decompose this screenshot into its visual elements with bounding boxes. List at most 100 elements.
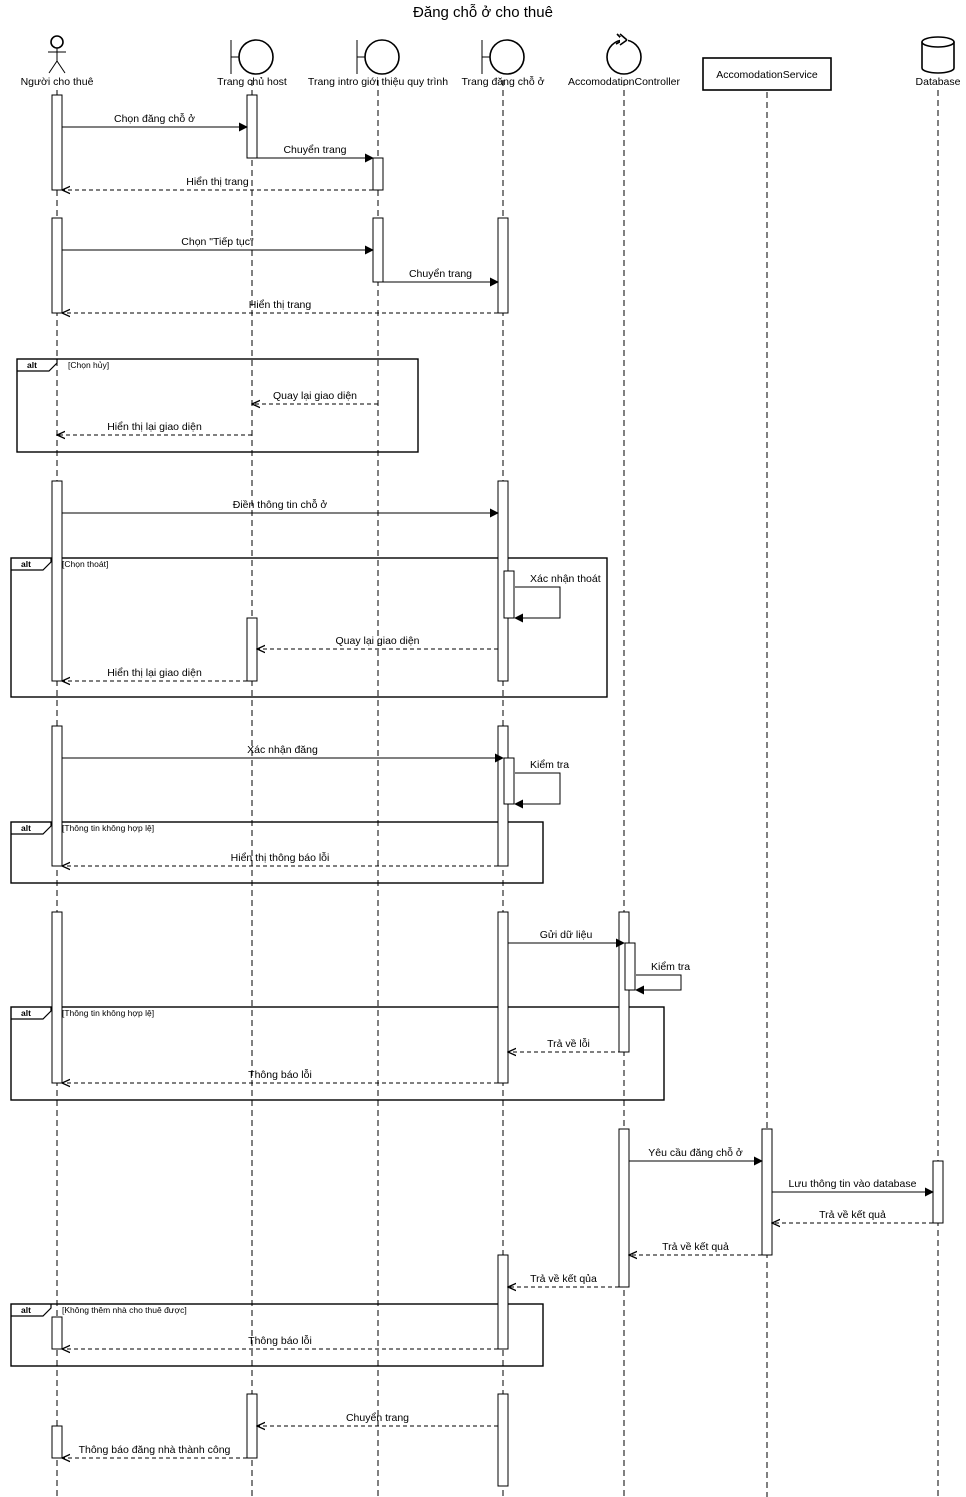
message-label: Thông báo đăng nhà thành công [79, 1444, 231, 1456]
message-label: Trả về kết quả [662, 1241, 729, 1253]
activation-bar [761, 1128, 773, 1256]
fragment-operator: alt [27, 360, 37, 370]
alt-fragment: alt [Chọn hủy] [16, 358, 419, 453]
message-label: Trả về kết qủa [530, 1273, 597, 1285]
message-10: Xác nhận thoát [514, 573, 601, 623]
message-23: Trả về kết quả [629, 1241, 762, 1255]
message-label: Thông báo lỗi [248, 1334, 312, 1347]
fragment-frame [10, 557, 608, 698]
activation-bar [51, 725, 63, 867]
boundary-icon [230, 39, 274, 75]
alt-fragment: alt [Thông tin không hợp lệ] [10, 821, 544, 884]
message-label: Lưu thông tin vào database [789, 1178, 917, 1190]
self-message-arrow [514, 586, 561, 623]
fragment-operator: alt [21, 559, 31, 569]
participant-label: Trang đăng chỗ ở [462, 75, 545, 88]
message-20: Yêu cầu đăng chỗ ở [629, 1146, 763, 1166]
participant-label: Database [916, 76, 961, 88]
message-22: Trả về kết quả [772, 1209, 933, 1223]
self-message-arrow [514, 772, 561, 809]
message-label: Chuyển trang [346, 1412, 409, 1424]
activation-bar [51, 911, 63, 1084]
activation-bar [372, 157, 384, 191]
database-icon [921, 36, 955, 74]
boundary-icon [356, 39, 400, 75]
activation-bars [51, 94, 944, 1487]
fragment-frame [16, 358, 419, 453]
participant-db: Database [916, 36, 961, 88]
message-2: Chuyển trang [257, 144, 374, 163]
message-27: Thông báo đăng nhà thành công [62, 1444, 247, 1458]
message-5: Chuyển trang [383, 268, 499, 287]
participant-label: AccomodationService [716, 69, 818, 81]
activation-bar [246, 617, 258, 682]
participant-label: Trang intro giới thiệu quy trình [308, 76, 448, 88]
fragment-guard: [Chọn hủy] [68, 360, 109, 370]
activation-bar [497, 217, 509, 314]
message-21: Lưu thông tin vào database [772, 1178, 934, 1197]
combined-fragments: alt[Chọn hủy]alt[Chọn thoát]alt[Thông ti… [10, 358, 665, 1367]
activation-bar [932, 1160, 944, 1224]
message-label: Yêu cầu đăng chỗ ở [648, 1146, 743, 1159]
fragment-frame [10, 821, 544, 884]
message-label: Chọn đăng chỗ ở [114, 112, 195, 125]
message-18: Trả về lỗi [508, 1037, 629, 1052]
boundary-icon [481, 39, 525, 75]
message-label: Kiểm tra [530, 759, 569, 771]
activation-bar [51, 1316, 63, 1350]
activation-bar [51, 1425, 63, 1459]
fragment-guard: [Thông tin không hợp lệ] [62, 823, 154, 833]
message-label: Quay lại giao diện [335, 635, 419, 647]
message-label: Quay lại giao diện [273, 390, 357, 402]
alt-fragment: alt [Chọn thoát] [10, 557, 608, 698]
message-label: Gửi dữ liệu [540, 929, 593, 941]
activation-bar [624, 942, 636, 991]
message-label: Điền thông tin chỗ ở [233, 498, 328, 511]
activation-bar [618, 1128, 630, 1288]
message-label: Hiển thị thông báo lỗi [231, 851, 330, 864]
activation-bar [51, 94, 63, 191]
message-7: Quay lại giao diện [252, 390, 378, 404]
message-12: Hiển thị lại giao diện [62, 667, 247, 681]
message-3: Hiển thị trang [62, 176, 373, 190]
activation-bar [51, 480, 63, 682]
fragment-guard: [Chọn thoát] [62, 559, 108, 569]
activation-bar [246, 1393, 258, 1459]
participant-label: Người cho thuê [21, 76, 94, 88]
message-8: Hiển thị lại giao diện [57, 421, 252, 435]
message-17: Kiểm tra [635, 961, 690, 995]
participant-ctrl: AccomodationController [568, 33, 681, 88]
message-label: Kiểm tra [651, 961, 690, 973]
message-label: Chuyển trang [283, 144, 346, 156]
activation-bar [503, 757, 515, 805]
message-label: Trả về lỗi [547, 1037, 590, 1050]
message-16: Gửi dữ liệu [508, 929, 625, 948]
message-25: Thông báo lỗi [62, 1334, 498, 1349]
message-label: Chọn "Tiếp tục" [181, 236, 254, 248]
alt-fragment: alt[Thông tin không hợp lệ] [10, 1006, 665, 1101]
fragment-operator: alt [21, 823, 31, 833]
participant-box [702, 57, 832, 91]
message-6: Hiển thị trang [62, 299, 498, 313]
fragment-frame [10, 1006, 665, 1101]
message-1: Chọn đăng chỗ ở [62, 112, 248, 132]
message-label: Chuyển trang [409, 268, 472, 280]
message-14: Kiểm tra [514, 759, 569, 809]
message-4: Chọn "Tiếp tục" [62, 236, 374, 255]
participant-label: AccomodationController [568, 76, 681, 88]
alt-fragment: alt[Không thêm nhà cho thuê được] [10, 1303, 544, 1367]
message-19: Thông báo lỗi [62, 1068, 498, 1083]
fragment-guard: [Không thêm nhà cho thuê được] [62, 1305, 187, 1315]
participant-post: Trang đăng chỗ ở [462, 39, 545, 88]
message-label: Hiển thị trang [249, 299, 312, 311]
message-26: Chuyển trang [257, 1412, 498, 1426]
message-15: Hiển thị thông báo lỗi [62, 851, 498, 866]
message-label: Hiển thị lại giao diện [107, 667, 202, 679]
message-label: Trả về kết quả [819, 1209, 886, 1221]
control-icon [606, 33, 642, 75]
message-11: Quay lại giao diện [257, 635, 498, 649]
message-label: Hiển thị trang [186, 176, 249, 188]
message-9: Điền thông tin chỗ ở [62, 498, 499, 518]
